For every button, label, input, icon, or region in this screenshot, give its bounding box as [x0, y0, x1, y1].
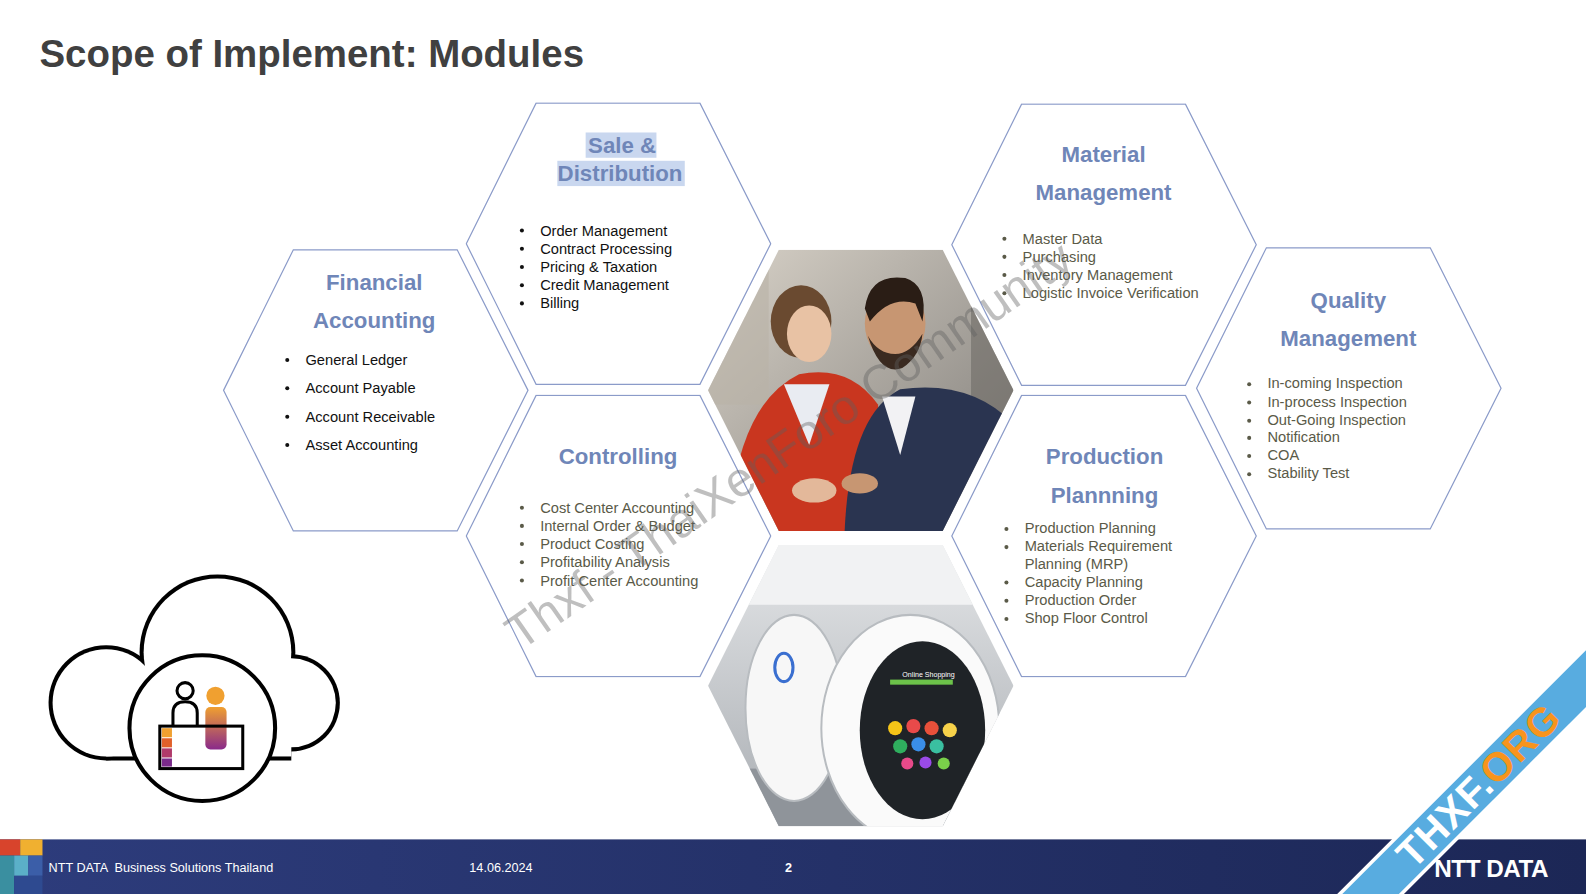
bullet-list: Production PlanningMaterials Requirement… [1025, 520, 1192, 628]
circle-shape [943, 723, 957, 737]
bullet-list: General LedgerAccount PayableAccount Rec… [305, 346, 507, 459]
bullet-item: Pricing & Taxation [540, 258, 742, 276]
bullet-item: In-process Inspection [1267, 393, 1469, 411]
circle-shape [901, 757, 913, 769]
module-heading: Quality Management [1280, 288, 1416, 351]
bullet-item: Contract Processing [540, 240, 742, 258]
bullet-list: Order ManagementContract ProcessingPrici… [540, 221, 742, 312]
heading-wrap: Material Management [1018, 136, 1190, 213]
bullet-item: Capacity Planning [1025, 574, 1192, 592]
rect-shape [0, 856, 14, 894]
car-interior-photo [708, 544, 1014, 841]
rect-shape [28, 856, 42, 876]
module-hexagon: Financial AccountingGeneral LedgerAccoun… [223, 249, 529, 532]
circle-shape [893, 739, 907, 753]
path-shape [865, 277, 924, 321]
bullet-item: Asset Accounting [305, 431, 507, 459]
bullet-item: Notification [1267, 429, 1469, 447]
cloud-icon [49, 574, 340, 801]
slide-title: Scope of Implement: Modules [39, 32, 584, 75]
bullet-item: Materials Requirement Planning (MRP) [1025, 538, 1192, 574]
rect-shape [162, 758, 172, 766]
footer-company: NTT DATA Business Solutions Thailand [49, 861, 274, 875]
bullet-item: Out-Going Inspection [1267, 411, 1469, 429]
rect-shape [14, 876, 42, 894]
screen-text: Online Shopping [902, 671, 954, 678]
heading-wrap: Sale & Distribution [545, 131, 697, 188]
circle-shape [129, 655, 275, 801]
ellipse-shape [775, 653, 793, 681]
page-number: 2 [785, 861, 792, 875]
bullet-item: Billing [540, 294, 742, 312]
circle-shape [888, 721, 902, 735]
module-heading: Production Plannning [1046, 444, 1163, 508]
heading-wrap: Quality Management [1262, 282, 1434, 357]
circle-shape [911, 737, 925, 751]
company-logo: NTT DATA [1434, 855, 1548, 883]
bullet-item: Stability Test [1267, 465, 1469, 483]
bullet-item: Order Management [540, 221, 742, 239]
hexagon-shape [466, 103, 770, 384]
polygon-shape [1337, 645, 1586, 894]
rect-shape [205, 707, 226, 749]
rect-shape [20, 839, 42, 855]
circle-shape [177, 683, 193, 699]
module-hexagon: Sale & DistributionOrder ManagementContr… [465, 102, 771, 385]
ellipse-shape [792, 478, 837, 502]
hexagon-shape [224, 250, 528, 531]
circle-shape [906, 719, 920, 733]
module-heading: Material Management [1036, 142, 1172, 206]
polygon-shape [1342, 650, 1586, 894]
rect-shape [14, 856, 28, 876]
ellipse-shape [860, 641, 985, 819]
circle-shape [930, 739, 944, 753]
bullet-item: Shop Floor Control [1025, 610, 1192, 628]
rect-shape [162, 748, 172, 757]
path-shape [173, 702, 197, 726]
hexagon-shape [1197, 248, 1501, 529]
rect-shape [162, 738, 172, 747]
rect-shape [160, 726, 243, 768]
ellipse-shape [842, 473, 878, 493]
hexagon-shape [952, 395, 1256, 676]
bullet-item: In-coming Inspection [1267, 375, 1469, 393]
ellipse-shape [821, 615, 999, 842]
module-hexagon: Production PlannningProduction PlanningM… [951, 394, 1257, 677]
bullet-item: Production Order [1025, 592, 1192, 610]
footer-bar [0, 839, 1586, 894]
module-hexagon: Quality ManagementIn-coming InspectionIn… [1196, 247, 1502, 530]
bullet-item: Account Receivable [305, 403, 507, 431]
bullet-item: Production Planning [1025, 520, 1192, 538]
circle-shape [924, 721, 938, 735]
module-heading: Sale & Distribution [558, 132, 685, 186]
footer-mosaic [0, 839, 42, 894]
heading-wrap: Production Plannning [1019, 438, 1191, 515]
footer-date: 14.06.2024 [469, 861, 532, 875]
heading-wrap: Controlling [517, 443, 719, 471]
circle-shape [919, 756, 931, 768]
bullet-item: General Ledger [305, 346, 507, 374]
module-hexagon: Material ManagementMaster DataPurchasing… [951, 103, 1257, 386]
bullet-item: Credit Management [540, 276, 742, 294]
module-heading: Financial Accounting [313, 270, 435, 333]
circle-shape [938, 757, 950, 769]
rect-shape [890, 680, 953, 685]
bullet-item: Account Payable [305, 374, 507, 402]
rect-shape [0, 839, 20, 855]
rect-shape [162, 728, 172, 737]
heading-wrap: Financial Accounting [288, 264, 460, 339]
bullet-list: In-coming InspectionIn-process Inspectio… [1267, 375, 1469, 483]
circle-shape [206, 687, 224, 705]
ellipse-shape [787, 305, 832, 362]
module-heading: Controlling [559, 444, 678, 469]
hexagon-shape [952, 104, 1256, 385]
bullet-item: COA [1267, 447, 1469, 465]
